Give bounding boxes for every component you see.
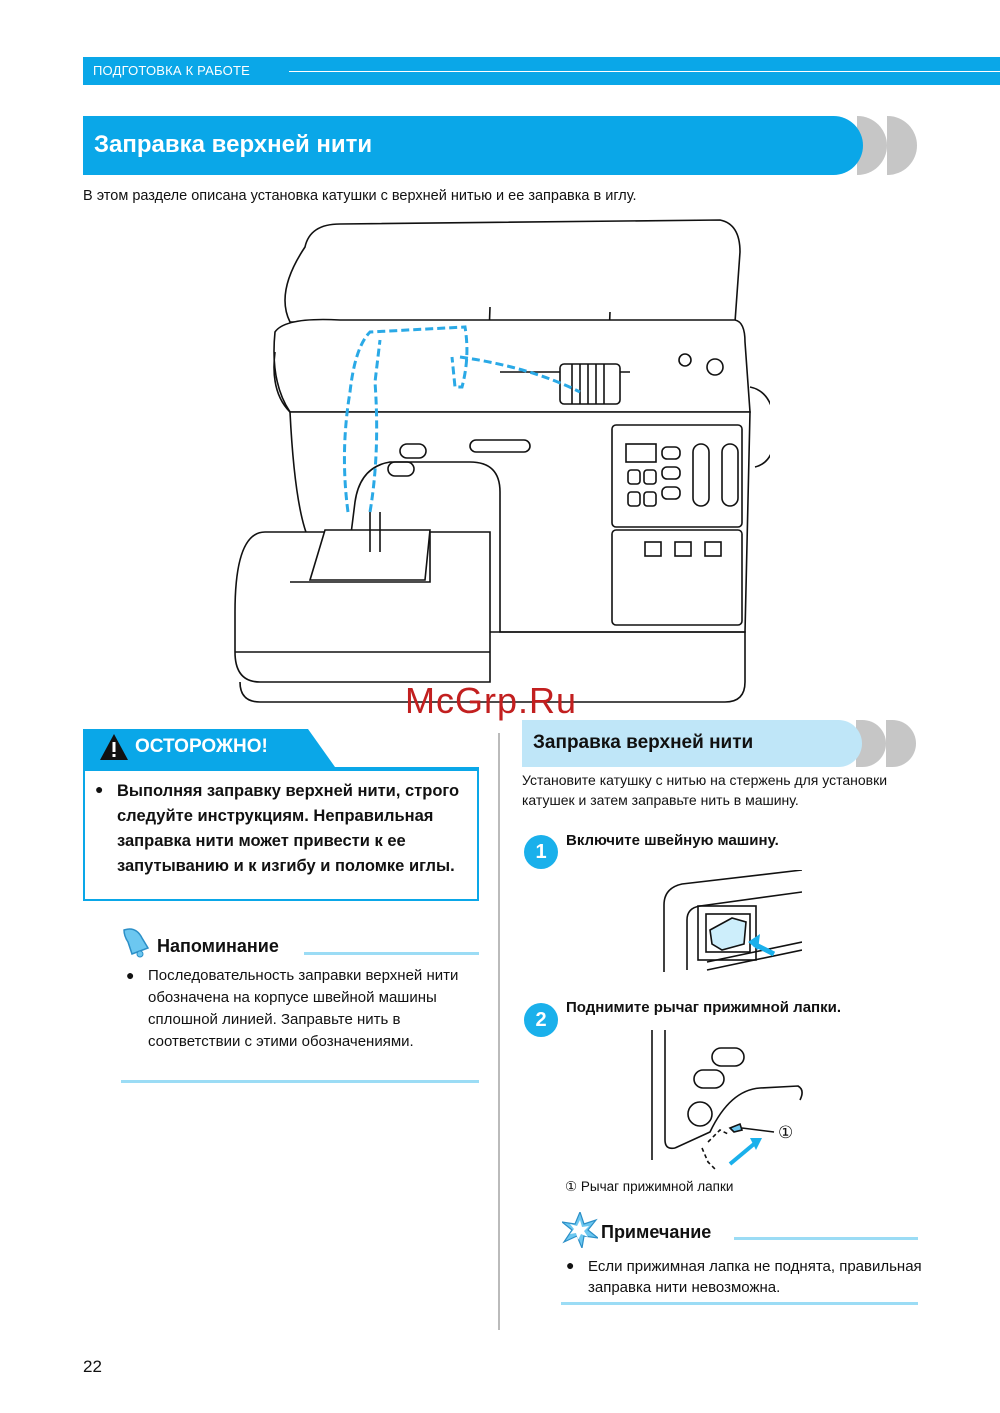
bullet-icon: ● (566, 1257, 575, 1273)
step-1-text: Включите швейную машину. (566, 832, 779, 849)
note-title: Примечание (601, 1222, 712, 1242)
subtitle-pill-2 (886, 720, 916, 767)
caution-box: ● Выполняя заправку верхней нити, строго… (83, 767, 479, 901)
subsection-title: Заправка верхней нити (533, 732, 754, 753)
title-pill-2 (887, 116, 917, 175)
sewing-machine-illustration (234, 219, 770, 703)
note-bottom-rule (561, 1302, 918, 1305)
memo-title-rule (304, 952, 479, 955)
subsection-intro: Установите катушку с нитью на стержень д… (522, 772, 888, 808)
note-text: Если прижимная лапка не поднята, правиль… (588, 1258, 922, 1296)
memo-title: Напоминание (157, 936, 279, 956)
section-header-label: ПОДГОТОВКА К РАБОТЕ (93, 63, 250, 78)
presser-foot-lever-illustration (651, 1030, 803, 1171)
caution-title: ОСТОРОЖНО! (135, 736, 268, 757)
step-1-number: 1 (524, 835, 558, 869)
page-title: Заправка верхней нити (94, 131, 373, 158)
warning-icon (100, 734, 128, 760)
step-2-text: Поднимите рычаг прижимной лапки. (566, 999, 841, 1016)
page-number: 22 (83, 1357, 102, 1376)
page-title-bar: Заправка верхней нити (83, 116, 863, 175)
callout-marker: ① (565, 1179, 578, 1194)
note-title-rule (734, 1237, 918, 1240)
bell-icon (123, 928, 150, 958)
subsection-title-bar: Заправка верхней нити (522, 720, 862, 767)
column-divider (498, 733, 500, 1330)
memo-bottom-rule (121, 1080, 479, 1083)
caution-text: Выполняя заправку верхней нити, строго с… (117, 782, 460, 875)
intro-text: В этом разделе описана установка катушки… (83, 188, 637, 204)
bullet-icon: ● (126, 967, 135, 983)
power-switch-illustration (663, 870, 802, 972)
bullet-icon: ● (95, 781, 104, 797)
note-burst-icon (562, 1212, 598, 1248)
callout-legend: ① Рычаг прижимной лапки (565, 1179, 733, 1195)
watermark: McGrp.Ru (405, 680, 578, 721)
memo-text: Последовательность заправки верхней нити… (148, 967, 459, 1050)
step-2-number: 2 (524, 1003, 558, 1037)
section-header: ПОДГОТОВКА К РАБОТЕ (83, 57, 1000, 85)
section-header-rule (289, 71, 1000, 72)
callout-marker-diagram: ① (778, 1123, 794, 1142)
callout-label: Рычаг прижимной лапки (580, 1179, 734, 1194)
caution-header: ОСТОРОЖНО! (83, 729, 335, 767)
